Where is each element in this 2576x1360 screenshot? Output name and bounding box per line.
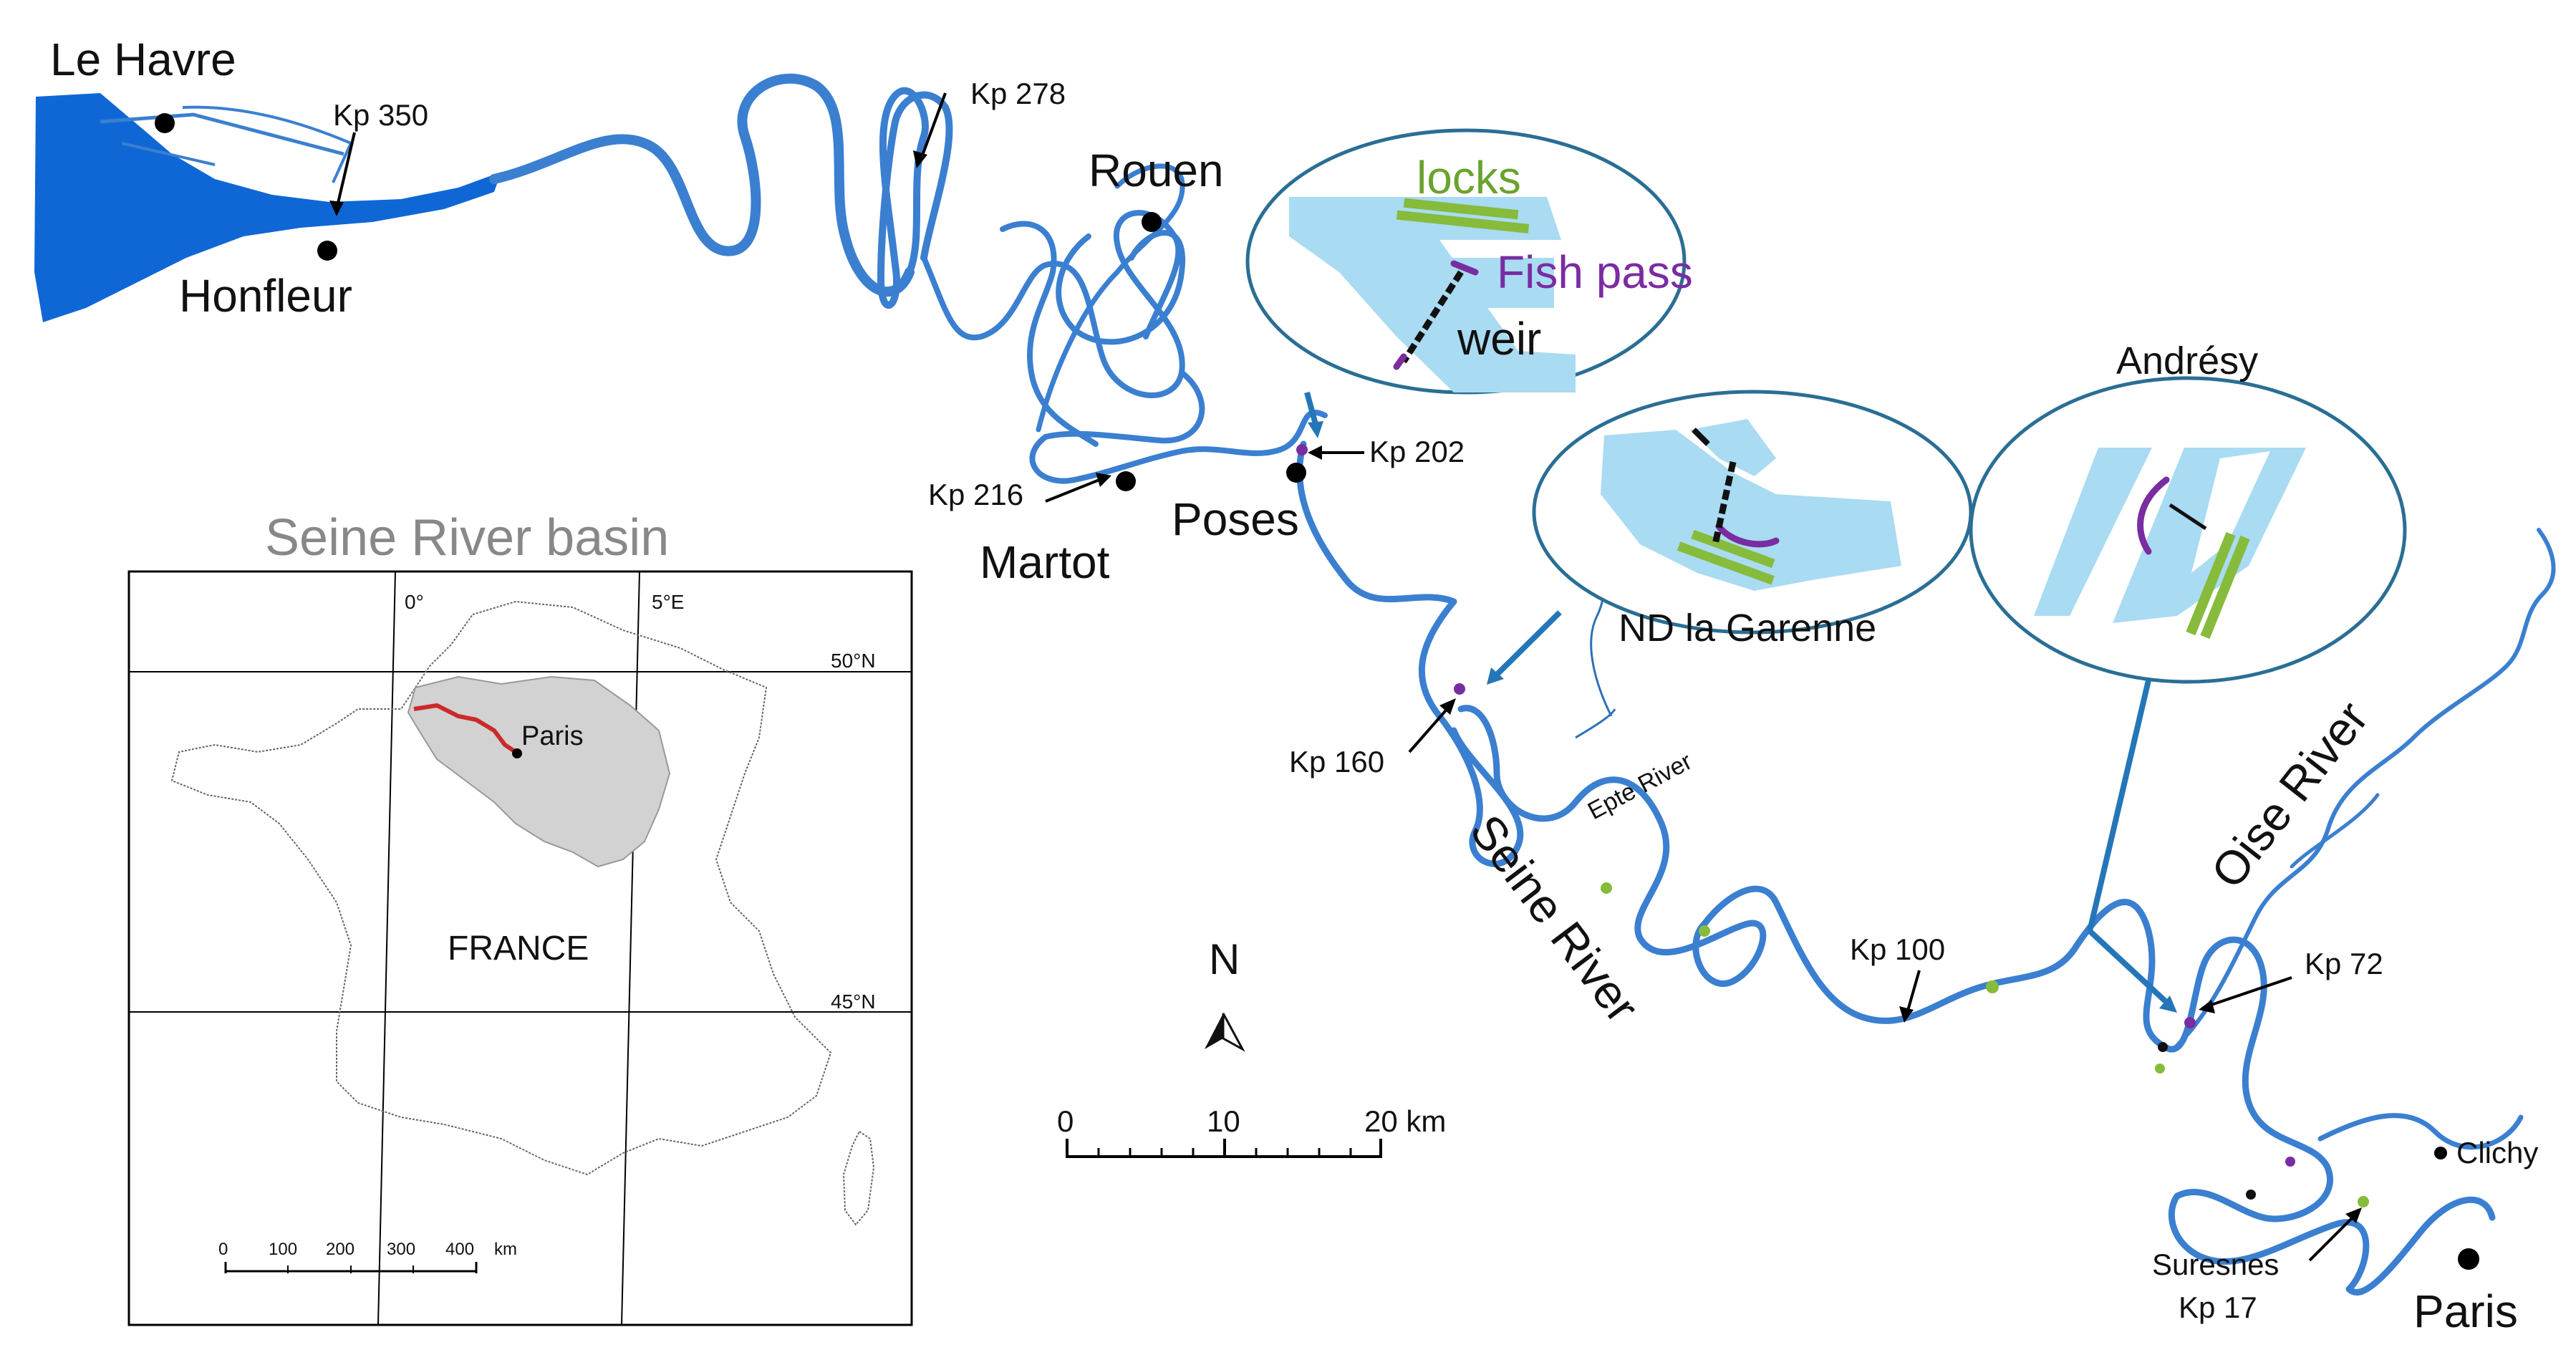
- honfleur-marker: [317, 241, 337, 261]
- paris-marker: [2458, 1248, 2479, 1270]
- inset-poses: locks Fish pass weir: [1245, 128, 1693, 395]
- suresnes-label: Suresnes: [2152, 1248, 2279, 1281]
- oise-river: [2175, 528, 2556, 1048]
- poses-marker: [1286, 463, 1306, 483]
- inset-garenne: ND la Garenne: [1532, 390, 1973, 650]
- clichy-marker: [2434, 1147, 2447, 1159]
- inset-andresy-title: Andrésy: [2116, 339, 2258, 382]
- honfleur-label: Honfleur: [179, 270, 352, 322]
- kp160-label: Kp 160: [1289, 745, 1384, 778]
- kp17-label: Kp 17: [2179, 1291, 2257, 1324]
- locator-scale-300: 300: [387, 1240, 415, 1259]
- rouen-marker: [1142, 212, 1162, 232]
- scale-tick-0: 0: [1057, 1104, 1074, 1138]
- locator-scale-0: 0: [218, 1240, 228, 1259]
- kilometre-points: Kp 350 Kp 278 Kp 216 Kp 202 Kp 160 Kp 10…: [329, 77, 2383, 1324]
- france-outline: [170, 600, 832, 1176]
- estuary: [34, 93, 501, 322]
- locator-lon-5e: 5°E: [652, 591, 684, 613]
- le-havre-label: Le Havre: [50, 34, 236, 85]
- locator-scale-400: 400: [445, 1240, 474, 1259]
- north-label: N: [1209, 935, 1240, 983]
- scale-tick-10: 10: [1207, 1104, 1240, 1138]
- inset-poses-fish-pass: Fish pass: [1497, 246, 1693, 298]
- towns: Le Havre Honfleur Rouen Martot Poses Cli…: [50, 34, 2538, 1337]
- paris-label: Paris: [2413, 1286, 2518, 1337]
- locator-title: Seine River basin: [265, 509, 669, 566]
- locator-paris-marker: [512, 748, 522, 758]
- inset-garenne-title: ND la Garenne: [1619, 607, 1876, 650]
- kp72-label: Kp 72: [2305, 947, 2383, 980]
- martot-marker: [1116, 471, 1136, 491]
- locator-lat-45n: 45°N: [831, 990, 876, 1013]
- seine-basin: [407, 675, 671, 868]
- locator-lon-0: 0°: [405, 591, 424, 613]
- poses-label: Poses: [1172, 493, 1299, 545]
- kp216-label: Kp 216: [928, 478, 1023, 511]
- scale-tick-20: 20 km: [1364, 1104, 1446, 1138]
- seine-river-label: Seine River: [1460, 805, 1649, 1032]
- oise-river-label: Oise River: [2201, 691, 2378, 897]
- kp100-label: Kp 100: [1850, 932, 1945, 966]
- inset-poses-locks: locks: [1417, 152, 1521, 203]
- locator-paris-label: Paris: [521, 721, 584, 751]
- locator-map: Seine River basin 0° 5°E 50°N 45°N Paris…: [127, 509, 913, 1326]
- inset-poses-weir: weir: [1457, 313, 1541, 365]
- clichy-label: Clichy: [2456, 1136, 2538, 1169]
- locator-lat-50n: 50°N: [831, 650, 876, 672]
- north-arrow: N: [1205, 935, 1245, 1052]
- epte-river-label: Epte River: [1583, 748, 1697, 825]
- corsica-outline: [842, 1130, 875, 1226]
- inset-andresy: Andrésy: [1969, 339, 2407, 684]
- structure-dots: [1296, 444, 2369, 1207]
- locator-france-label: FRANCE: [448, 930, 589, 968]
- seine-in-basin: [413, 703, 517, 754]
- martot-label: Martot: [980, 536, 1110, 588]
- locator-scale-100: 100: [269, 1240, 297, 1259]
- scale-bar: 0 10 20 km: [1057, 1104, 1446, 1158]
- le-havre-marker: [155, 113, 175, 133]
- kp278-label: Kp 278: [970, 77, 1066, 110]
- locator-scale-unit: km: [494, 1240, 517, 1259]
- rouen-label: Rouen: [1089, 145, 1224, 196]
- kp202-label: Kp 202: [1369, 435, 1465, 468]
- kp350-label: Kp 350: [333, 98, 428, 132]
- locator-scale-200: 200: [326, 1240, 354, 1259]
